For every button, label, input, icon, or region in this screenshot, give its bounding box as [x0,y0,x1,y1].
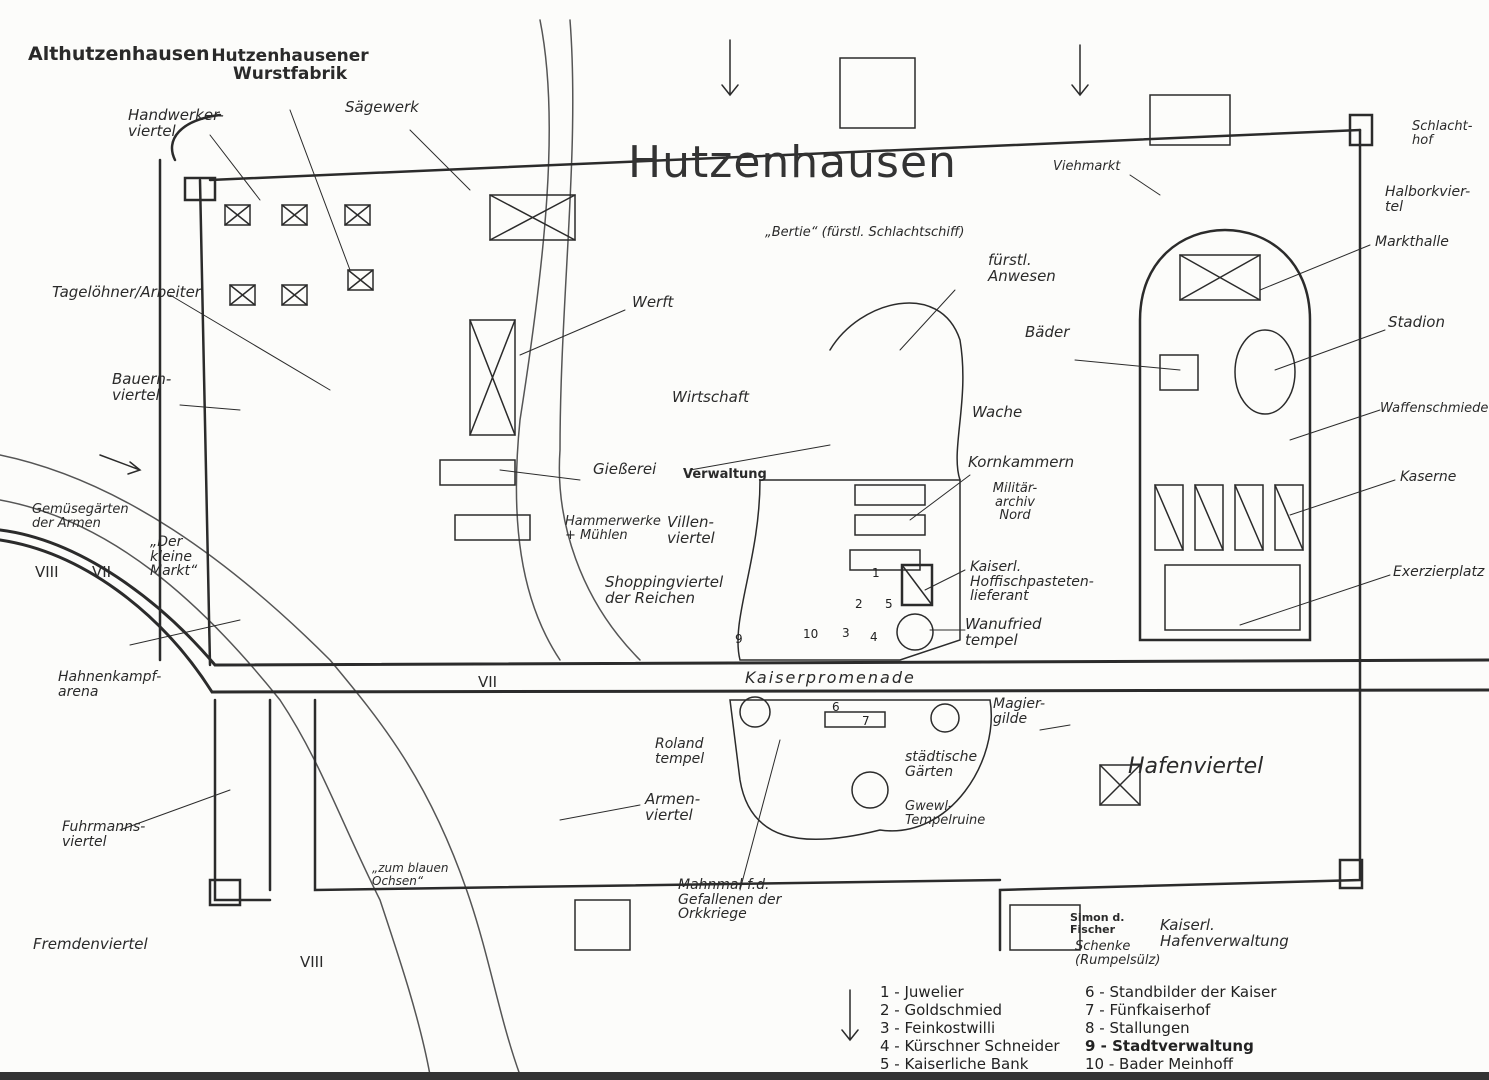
label-schlachthof: Schlacht-hof [1412,119,1473,148]
legend-item: 6 - Standbilder der Kaiser [1085,983,1277,1001]
legend-item: 10 - Bader Meinhoff [1085,1055,1234,1073]
map-number: 2 [855,597,863,611]
legend-item: 5 - Kaiserliche Bank [880,1055,1029,1073]
legend-item: 2 - Goldschmied [880,1001,1003,1019]
direction-arrows [99,39,1089,1042]
label-verwaltung: Verwaltung [683,467,767,482]
district-numeral: VII [92,563,112,581]
map-number: 5 [885,597,893,611]
label-fremdenviertel: Fremdenviertel [33,935,148,953]
label-kornkammern: Kornkammern [968,453,1075,471]
label-stadion: Stadion [1388,313,1445,331]
label-halborkviertel: Halborkvier-tel [1385,184,1471,215]
district-numeral: VIII [35,563,59,581]
label-exerzierplatz: Exerzierplatz [1393,564,1485,580]
kaiserpromenade-road [0,528,1489,694]
label-waffenschmiede: Waffenschmiede [1380,401,1489,416]
map-number: 6 [832,700,840,714]
scan-edge [0,1072,1489,1080]
river [0,19,641,1076]
label-markthalle: Markthalle [1375,234,1449,250]
legend-item: 4 - Kürschner Schneider [880,1037,1060,1055]
label-tageloehner: Tagelöhner/Arbeiter [52,283,201,301]
label-hahnenkampfarena: Hahnenkampf-arena [58,669,162,700]
buildings [224,57,1304,951]
label-kaiserpromenade: Kaiserpromenade [745,668,916,687]
label-althutzenhausen: Althutzenhausen [28,43,210,65]
label-bauernviertel: Bauern-viertel [112,370,172,404]
map-number: 9 [735,632,743,646]
label-wirtschaft: Wirtschaft [672,388,749,406]
label-kaserne: Kaserne [1400,469,1457,485]
map-number: 1 [872,566,880,580]
citadel [729,302,992,841]
leader-lines [119,109,1396,891]
legend-item: 3 - Feinkostwilli [880,1019,996,1037]
label-mahnmal: Mahnmal f.d. Gefallenen der Orkkriege [678,877,782,923]
label-wanufried-tempel: Wanufried tempel [965,615,1042,649]
district-numeral: VII [478,673,498,691]
label-villenviertel: Villen-viertel [667,513,715,547]
map-number: 3 [842,626,850,640]
label-werft: Werft [632,293,674,311]
label-roland-tempel: Roland tempel [655,736,705,767]
label-baeder: Bäder [1025,323,1070,341]
map-number: 7 [862,714,870,728]
label-hammerwerke: Hammerwerke + Mühlen [565,514,661,543]
label-magiergilde: Magier-gilde [993,696,1046,727]
map-number: 4 [870,630,878,644]
map-number: 10 [803,627,819,641]
label-schenke: Schenke (Rumpelsülz) [1075,939,1161,968]
label-tempelruine: Gwewl-Tempelruine [905,799,986,828]
east-wall [998,113,1374,952]
label-fuhrmannsviertel: Fuhrmanns-viertel [62,819,146,850]
label-anwesen: fürstl. Anwesen [988,251,1056,285]
legend-item: 7 - Fünfkaiserhof [1085,1001,1211,1019]
label-hafenviertel: Hafenviertel [1128,754,1264,779]
label-saegewerk: Sägewerk [345,98,419,116]
label-viehmarkt: Viehmarkt [1053,159,1121,174]
label-simon-fischer: Simon d. Fischer [1070,911,1125,936]
label-hafenverwaltung: Kaiserl. Hafenverwaltung [1160,916,1289,950]
label-gemuesegaerten: Gemüsegärten der Armen [32,502,129,531]
west-wall [158,113,1362,907]
label-handwerkerviertel: Handwerker-viertel [128,106,224,140]
label-zum-blauen-ochsen: „zum blauen Ochsen“ [372,861,449,888]
label-bertie: „Bertie“ (fürstl. Schlachtschiff) [765,225,965,240]
legend-item: 9 - Stadtverwaltung [1085,1037,1254,1055]
label-wurstfabrik: Hutzenhausener Wurstfabrik [211,46,369,84]
label-hoffischpasteten: Kaiserl. Hoffischpasteten-lieferant [970,559,1094,605]
legend-item: 8 - Stallungen [1085,1019,1190,1037]
label-giesserei: Gießerei [593,460,657,478]
legend-item: 1 - Juwelier [880,983,964,1001]
label-shoppingviertel: Shoppingviertel der Reichen [605,573,724,607]
label-militaerarchiv: Militär-archiv Nord [992,481,1038,524]
label-armenviertel: Armen-viertel [645,790,701,824]
page-title: Hutzenhausen [628,137,957,188]
district-numeral: VIII [300,953,324,971]
label-kleiner-markt: „Der kleine Markt“ [150,534,198,580]
label-wache: Wache [972,403,1023,421]
label-staedtische-gaerten: städtische Gärten [905,749,978,780]
